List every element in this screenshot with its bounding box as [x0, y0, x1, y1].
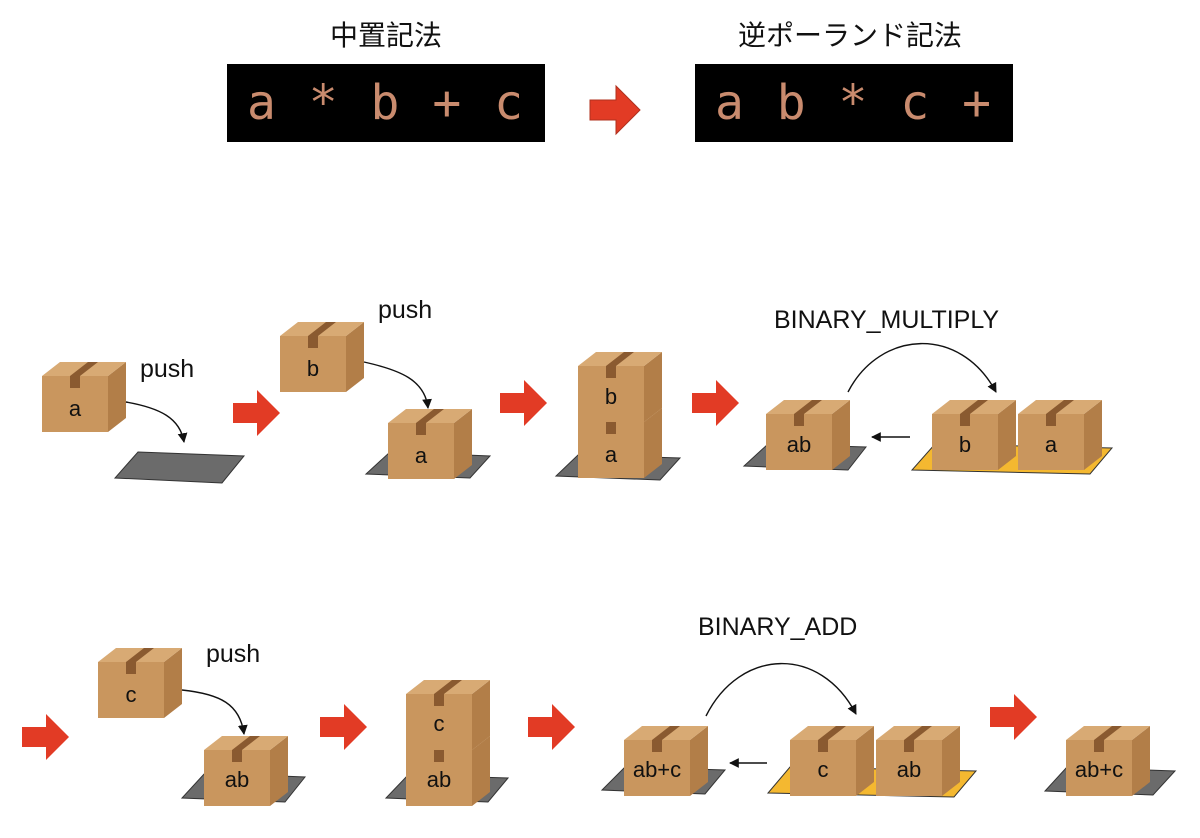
box-c-push-label: c: [125, 682, 137, 707]
rpn-title: 逆ポーランド記法: [737, 19, 962, 52]
box-a-stacked-label: a: [414, 443, 428, 468]
push-label-r1-1: push: [140, 355, 195, 383]
box-ab-stacked-label: ab: [224, 767, 250, 792]
box-abc-result-label: ab+c: [632, 757, 682, 782]
step-arrow-r2-2: [320, 704, 367, 750]
push-label-r1-2: push: [378, 296, 433, 324]
step-arrow-r1-1: [233, 390, 280, 436]
box-ab-bottom-label: ab: [426, 767, 452, 792]
box-a-push-label: a: [68, 396, 82, 421]
op-arc-r1: [847, 342, 997, 393]
box-a-operand-label: a: [1044, 432, 1058, 457]
box-c-top-label: c: [433, 711, 445, 736]
step-arrow-r2-3: [528, 704, 575, 750]
step-arrow-header: [589, 84, 641, 136]
box-b-top-label: b: [604, 384, 618, 409]
stack-platform-empty: [113, 451, 246, 484]
box-b-push-label: b: [306, 356, 320, 381]
step-arrow-r2-4: [990, 694, 1037, 740]
box-b-operand-label: b: [958, 432, 972, 457]
infix-expression: a * b + c: [227, 64, 545, 142]
op-label-multiply: BINARY_MULTIPLY: [774, 306, 1000, 334]
box-ab-result-label: ab: [786, 432, 812, 457]
push-curve-r1-1: [125, 401, 188, 443]
box-c-operand-label: c: [817, 757, 829, 782]
infix-title: 中置記法: [329, 19, 442, 52]
op-arc-r2: [705, 662, 857, 717]
push-curve-r1-2: [363, 361, 432, 409]
box-a-bottom-label: a: [604, 442, 618, 467]
step-arrow-r1-3: [692, 380, 739, 426]
box-abc-final-label: ab+c: [1074, 757, 1124, 782]
op-label-add: BINARY_ADD: [698, 613, 858, 641]
rpn-expression: a b * c +: [695, 64, 1013, 142]
step-arrow-r2-1: [22, 714, 69, 760]
push-curve-r2-1: [181, 689, 248, 735]
step-arrow-r1-2: [500, 380, 547, 426]
box-ab-operand-label: ab: [896, 757, 922, 782]
push-label-r2: push: [206, 640, 261, 668]
